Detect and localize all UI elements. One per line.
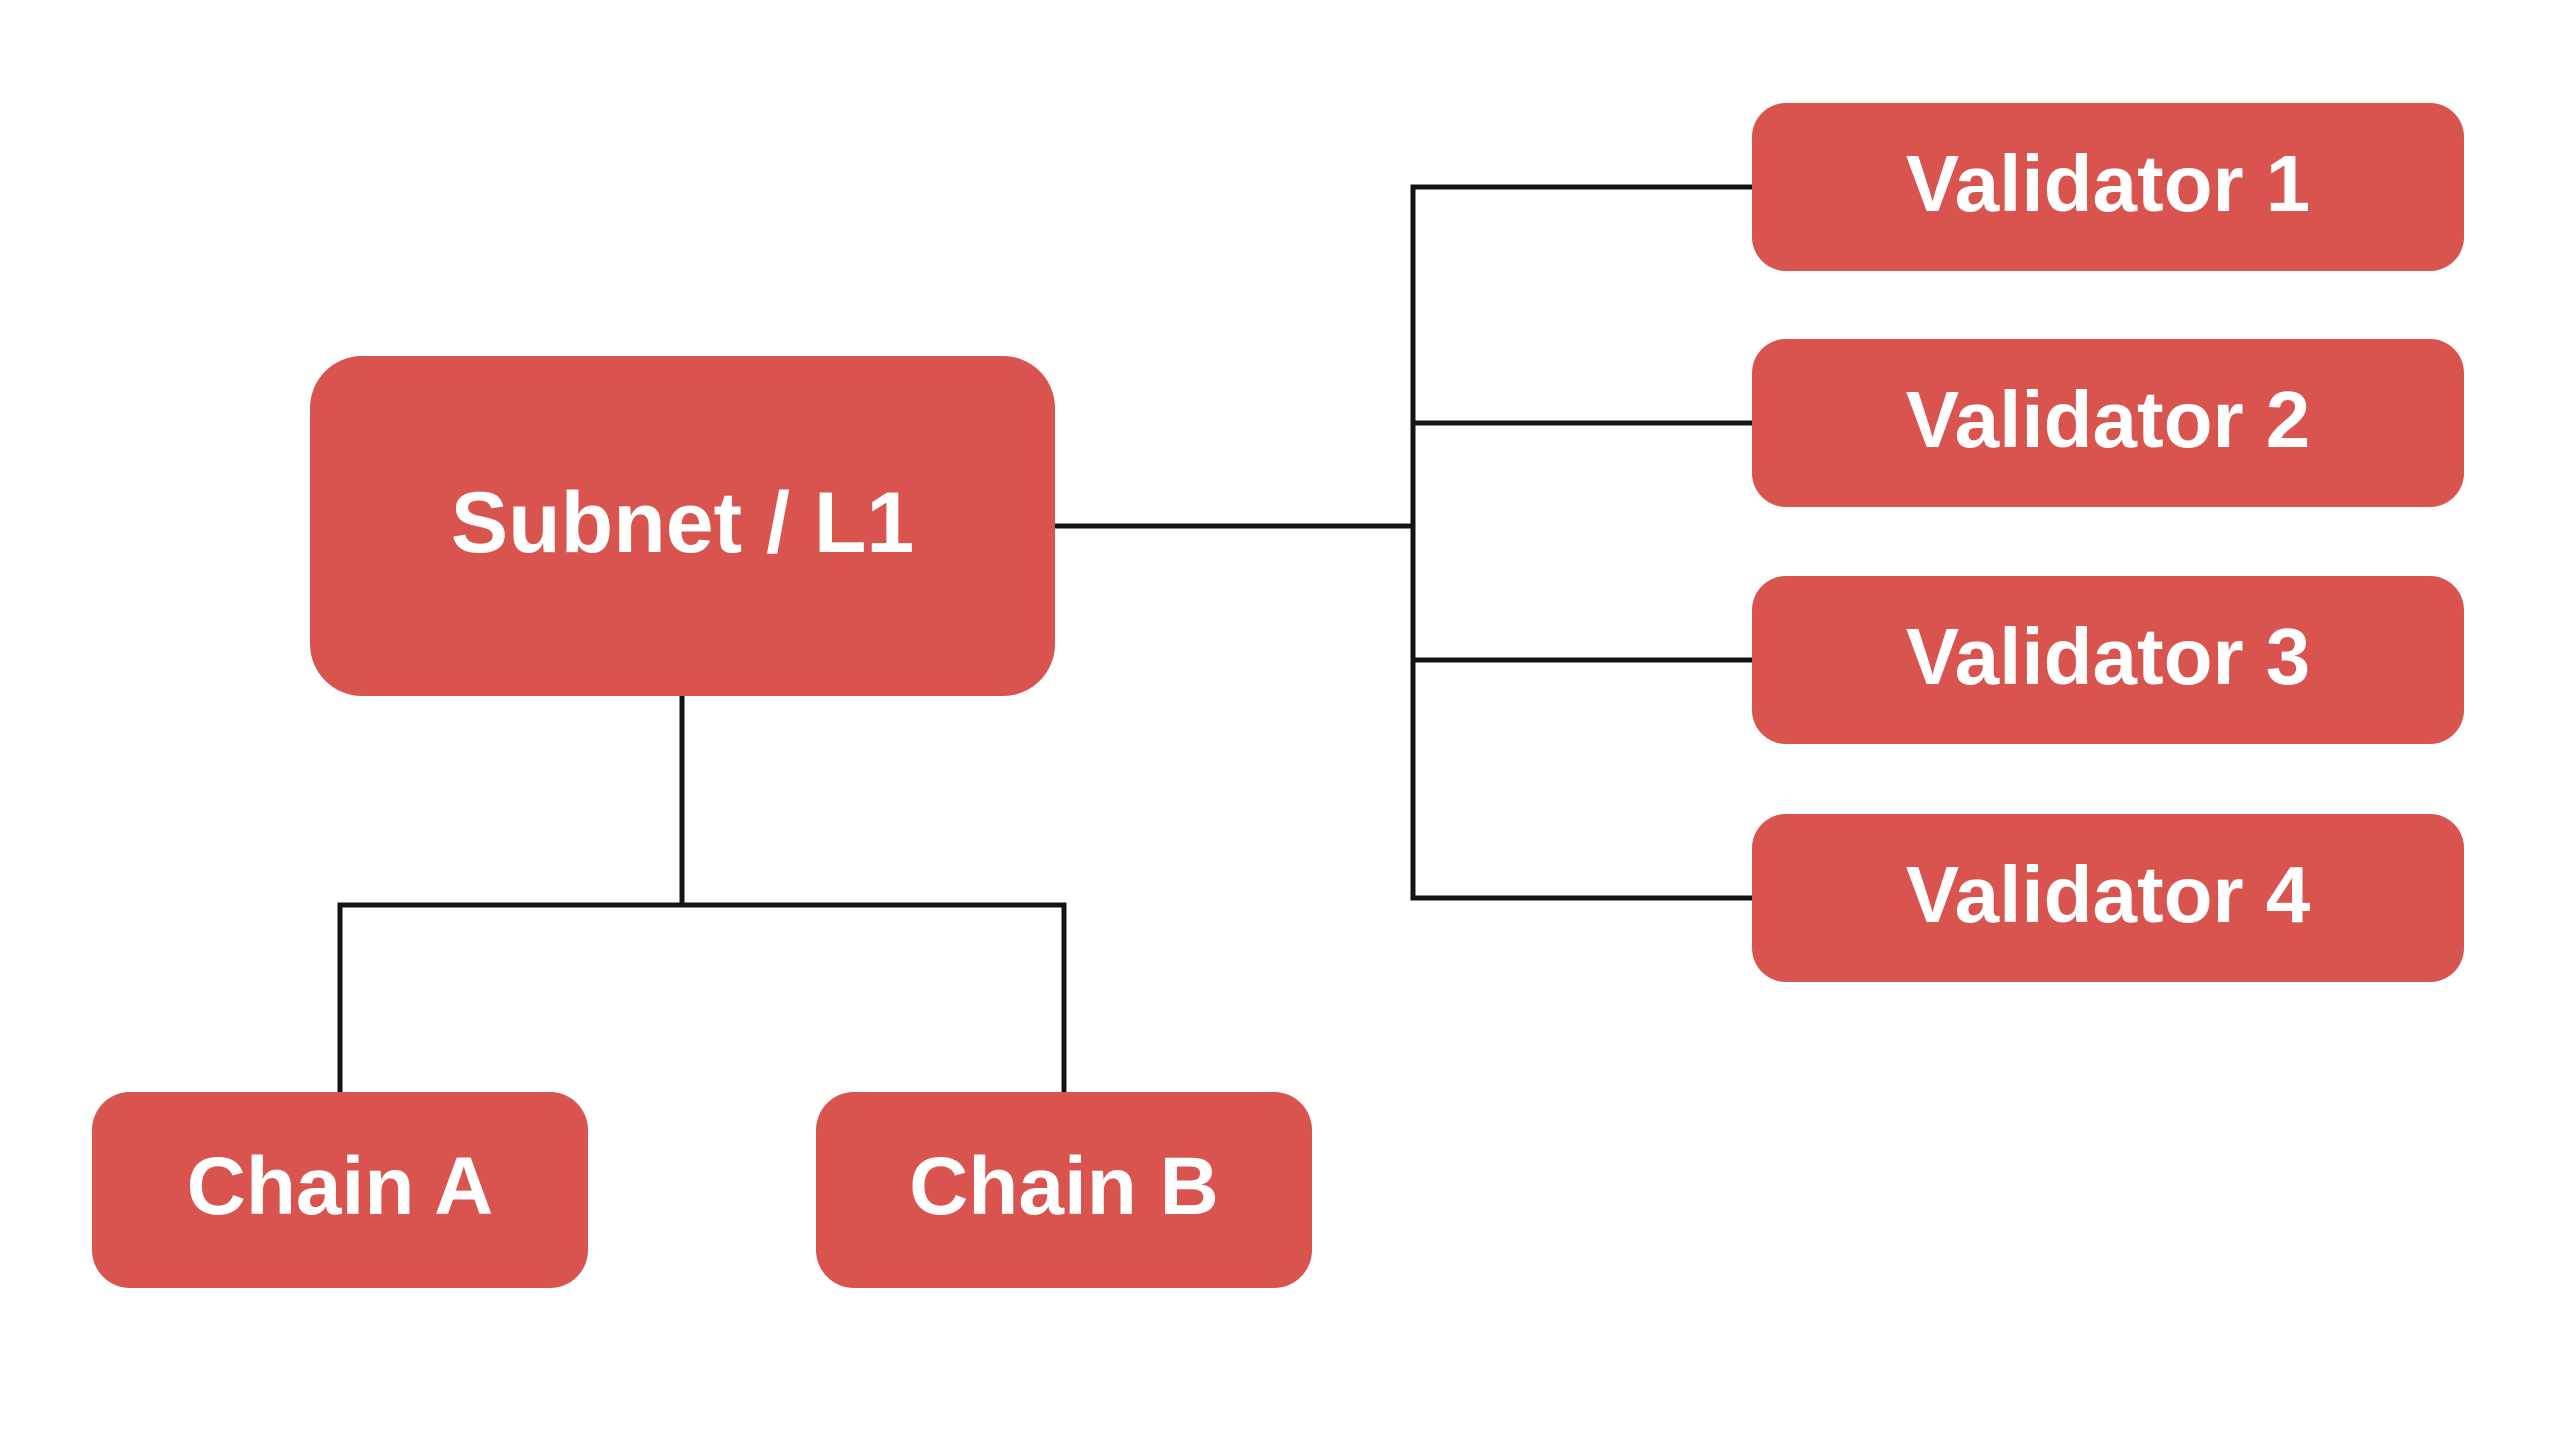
node-validator-1: Validator 1 [1752,103,2464,271]
node-chain-b: Chain B [816,1092,1312,1288]
node-validator-4-label: Validator 4 [1905,850,2311,939]
edge-subnet-to-validator-3 [1055,523,1752,663]
edge-subnet-to-chain-b [679,696,1067,1092]
node-validator-4: Validator 4 [1752,814,2464,982]
node-chain-a: Chain A [92,1092,588,1288]
node-validator-1-label: Validator 1 [1905,139,2311,228]
node-subnet-l1: Subnet / L1 [310,356,1055,696]
edge-subnet-to-validator-4 [1055,523,1752,901]
node-chain-b-label: Chain B [909,1141,1219,1232]
node-validator-2: Validator 2 [1752,339,2464,507]
node-validator-2-label: Validator 2 [1905,375,2311,464]
node-validator-3: Validator 3 [1752,576,2464,744]
node-validator-3-label: Validator 3 [1905,612,2311,701]
edge-subnet-to-chain-a [337,696,685,1092]
edge-subnet-to-validator-1 [1055,184,1752,529]
node-chain-a-label: Chain A [186,1141,494,1232]
node-subnet-l1-label: Subnet / L1 [450,475,915,571]
edge-subnet-to-validator-2 [1055,420,1752,529]
